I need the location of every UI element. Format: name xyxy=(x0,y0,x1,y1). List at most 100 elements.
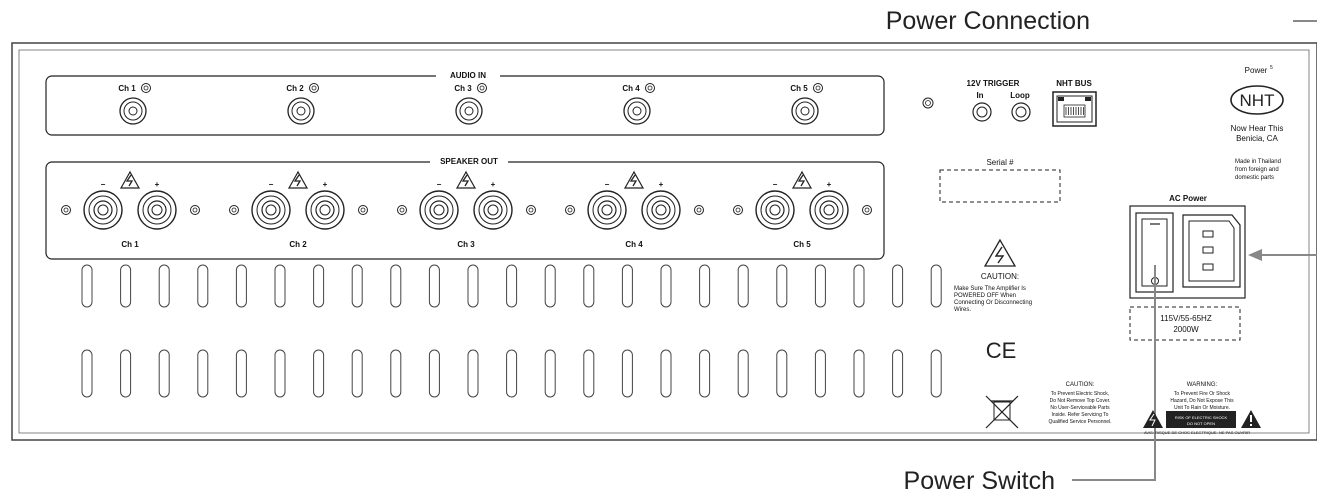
audio-in-gain-screw-inner xyxy=(143,85,149,91)
brand-line-2: Benicia, CA xyxy=(1236,134,1278,143)
speaker-binding-post-positive-collar xyxy=(147,200,167,220)
shock-warning-triangle xyxy=(983,238,1017,267)
speaker-mount-screw-right-inner xyxy=(864,207,870,213)
speaker-plus-label: + xyxy=(155,180,160,189)
speaker-binding-post-positive[interactable] xyxy=(137,190,177,230)
speaker-binding-post-positive-collar xyxy=(651,200,671,220)
nht-bus-led-right xyxy=(1085,97,1091,101)
speaker-mount-screw-left-inner xyxy=(735,207,741,213)
speaker-binding-post-negative[interactable] xyxy=(755,190,795,230)
speaker-minus-label: − xyxy=(101,180,106,189)
vent-slot xyxy=(467,264,479,308)
vent-slot xyxy=(660,349,672,398)
nht-bus-pin-lines xyxy=(1065,107,1084,115)
speaker-out-channel-label: Ch 2 xyxy=(289,240,307,249)
vent-slot xyxy=(660,264,672,308)
iec-pin-bottom xyxy=(1202,263,1214,271)
ac-rating-line-1: 115V/55-65HZ xyxy=(1160,314,1212,323)
made-in-line-2: from foreign and xyxy=(1235,167,1279,173)
audio-in-rca-jack-ring xyxy=(795,101,815,121)
speaker-shock-warning-icon xyxy=(119,170,141,189)
vent-slot xyxy=(235,349,247,398)
vent-slot xyxy=(699,349,711,398)
iec-power-inlet[interactable] xyxy=(1182,214,1241,288)
warning-exclamation-bar xyxy=(1250,415,1252,422)
audio-in-channel-label: Ch 2 xyxy=(286,84,304,93)
speaker-binding-post-negative-ring xyxy=(88,195,118,225)
speaker-binding-post-positive[interactable] xyxy=(809,190,849,230)
nht-logo-text: NHT xyxy=(1240,91,1275,110)
vent-slot xyxy=(814,264,826,308)
speaker-binding-post-negative-ring xyxy=(424,195,454,225)
vent-slot xyxy=(351,349,363,398)
audio-in-channel-label: Ch 3 xyxy=(454,84,472,93)
power-connection-arrowhead xyxy=(1248,249,1262,261)
speaker-binding-post-negative[interactable] xyxy=(83,190,123,230)
speaker-binding-post-positive-ring xyxy=(310,195,340,225)
speaker-binding-post-negative[interactable] xyxy=(251,190,291,230)
speaker-shock-bolt xyxy=(293,174,302,187)
audio-in-title: AUDIO IN xyxy=(450,71,486,80)
weee-cross-b xyxy=(985,395,1019,429)
trigger-loop-jack[interactable] xyxy=(1011,102,1031,122)
speaker-mount-screw-right xyxy=(358,205,368,215)
caution-main-line-2: POWERED OFF When xyxy=(954,293,1016,299)
speaker-mount-screw-right-inner xyxy=(528,207,534,213)
caution-shock-line-4: Inside. Refer Servicing To xyxy=(1052,412,1109,418)
nht-bus-title: NHT BUS xyxy=(1056,79,1092,88)
trigger-in-jack-inner xyxy=(976,106,988,118)
speaker-plus-label: + xyxy=(827,180,832,189)
speaker-mount-screw-left-inner xyxy=(567,207,573,213)
warning-shock-triangle-icon xyxy=(1143,410,1163,428)
ce-mark: CE xyxy=(986,338,1017,363)
speaker-binding-post-negative[interactable] xyxy=(587,190,627,230)
vent-slot xyxy=(120,349,132,398)
speaker-binding-post-positive-hole xyxy=(655,204,667,216)
warning-risk-label-line-2: DO NOT OPEN xyxy=(1187,421,1215,426)
speaker-mount-screw-left xyxy=(397,205,407,215)
warning-exclamation-dot xyxy=(1250,424,1252,426)
vent-slot xyxy=(506,349,518,398)
speaker-out-title-bg xyxy=(430,158,508,166)
serial-number-box xyxy=(939,169,1061,203)
weee-bin-icon xyxy=(985,395,1019,429)
speaker-binding-post-positive-hole xyxy=(487,204,499,216)
speaker-binding-post-negative-ring xyxy=(592,195,622,225)
audio-in-rca-jack-pin xyxy=(464,106,474,116)
serial-label: Serial # xyxy=(986,158,1014,167)
trigger-in-jack[interactable] xyxy=(972,102,992,122)
vent-slot xyxy=(737,264,749,308)
warning-title: WARNING: xyxy=(1187,382,1218,388)
vent-slot xyxy=(467,349,479,398)
vent-slot xyxy=(853,349,865,398)
audio-in-rca-jack-pin xyxy=(800,106,810,116)
speaker-binding-post-positive[interactable] xyxy=(305,190,345,230)
speaker-binding-post-positive[interactable] xyxy=(473,190,513,230)
vent-slot xyxy=(351,264,363,308)
vent-slot xyxy=(776,349,788,398)
ac-rating-line-2: 2000W xyxy=(1173,325,1199,334)
speaker-binding-post-negative[interactable] xyxy=(419,190,459,230)
vent-slot xyxy=(197,349,209,398)
speaker-out-title: SPEAKER OUT xyxy=(440,157,498,166)
speaker-out-channel-label: Ch 4 xyxy=(625,240,643,249)
vent-slot xyxy=(506,264,518,308)
caution-main-title: CAUTION: xyxy=(981,272,1019,281)
speaker-out-channel-label: Ch 5 xyxy=(793,240,811,249)
vent-slot xyxy=(274,264,286,308)
speaker-shock-bolt xyxy=(125,174,134,187)
warning-line-1: To Prevent Fire Or Shock xyxy=(1174,391,1231,397)
trigger-in-label: In xyxy=(976,91,983,100)
made-in-line-1: Made in Thailand xyxy=(1235,159,1281,165)
audio-in-gain-screw-inner xyxy=(479,85,485,91)
speaker-binding-post-positive[interactable] xyxy=(641,190,681,230)
audio-in-gain-screw xyxy=(141,83,151,93)
speaker-binding-post-positive-ring xyxy=(646,195,676,225)
speaker-binding-post-negative-collar xyxy=(765,200,785,220)
made-in-line-3: domestic parts xyxy=(1235,175,1274,181)
speaker-mount-screw-left-inner xyxy=(231,207,237,213)
vent-slot xyxy=(274,349,286,398)
audio-in-rca-jack-ring xyxy=(291,101,311,121)
nht-bus-port[interactable] xyxy=(1052,91,1097,127)
